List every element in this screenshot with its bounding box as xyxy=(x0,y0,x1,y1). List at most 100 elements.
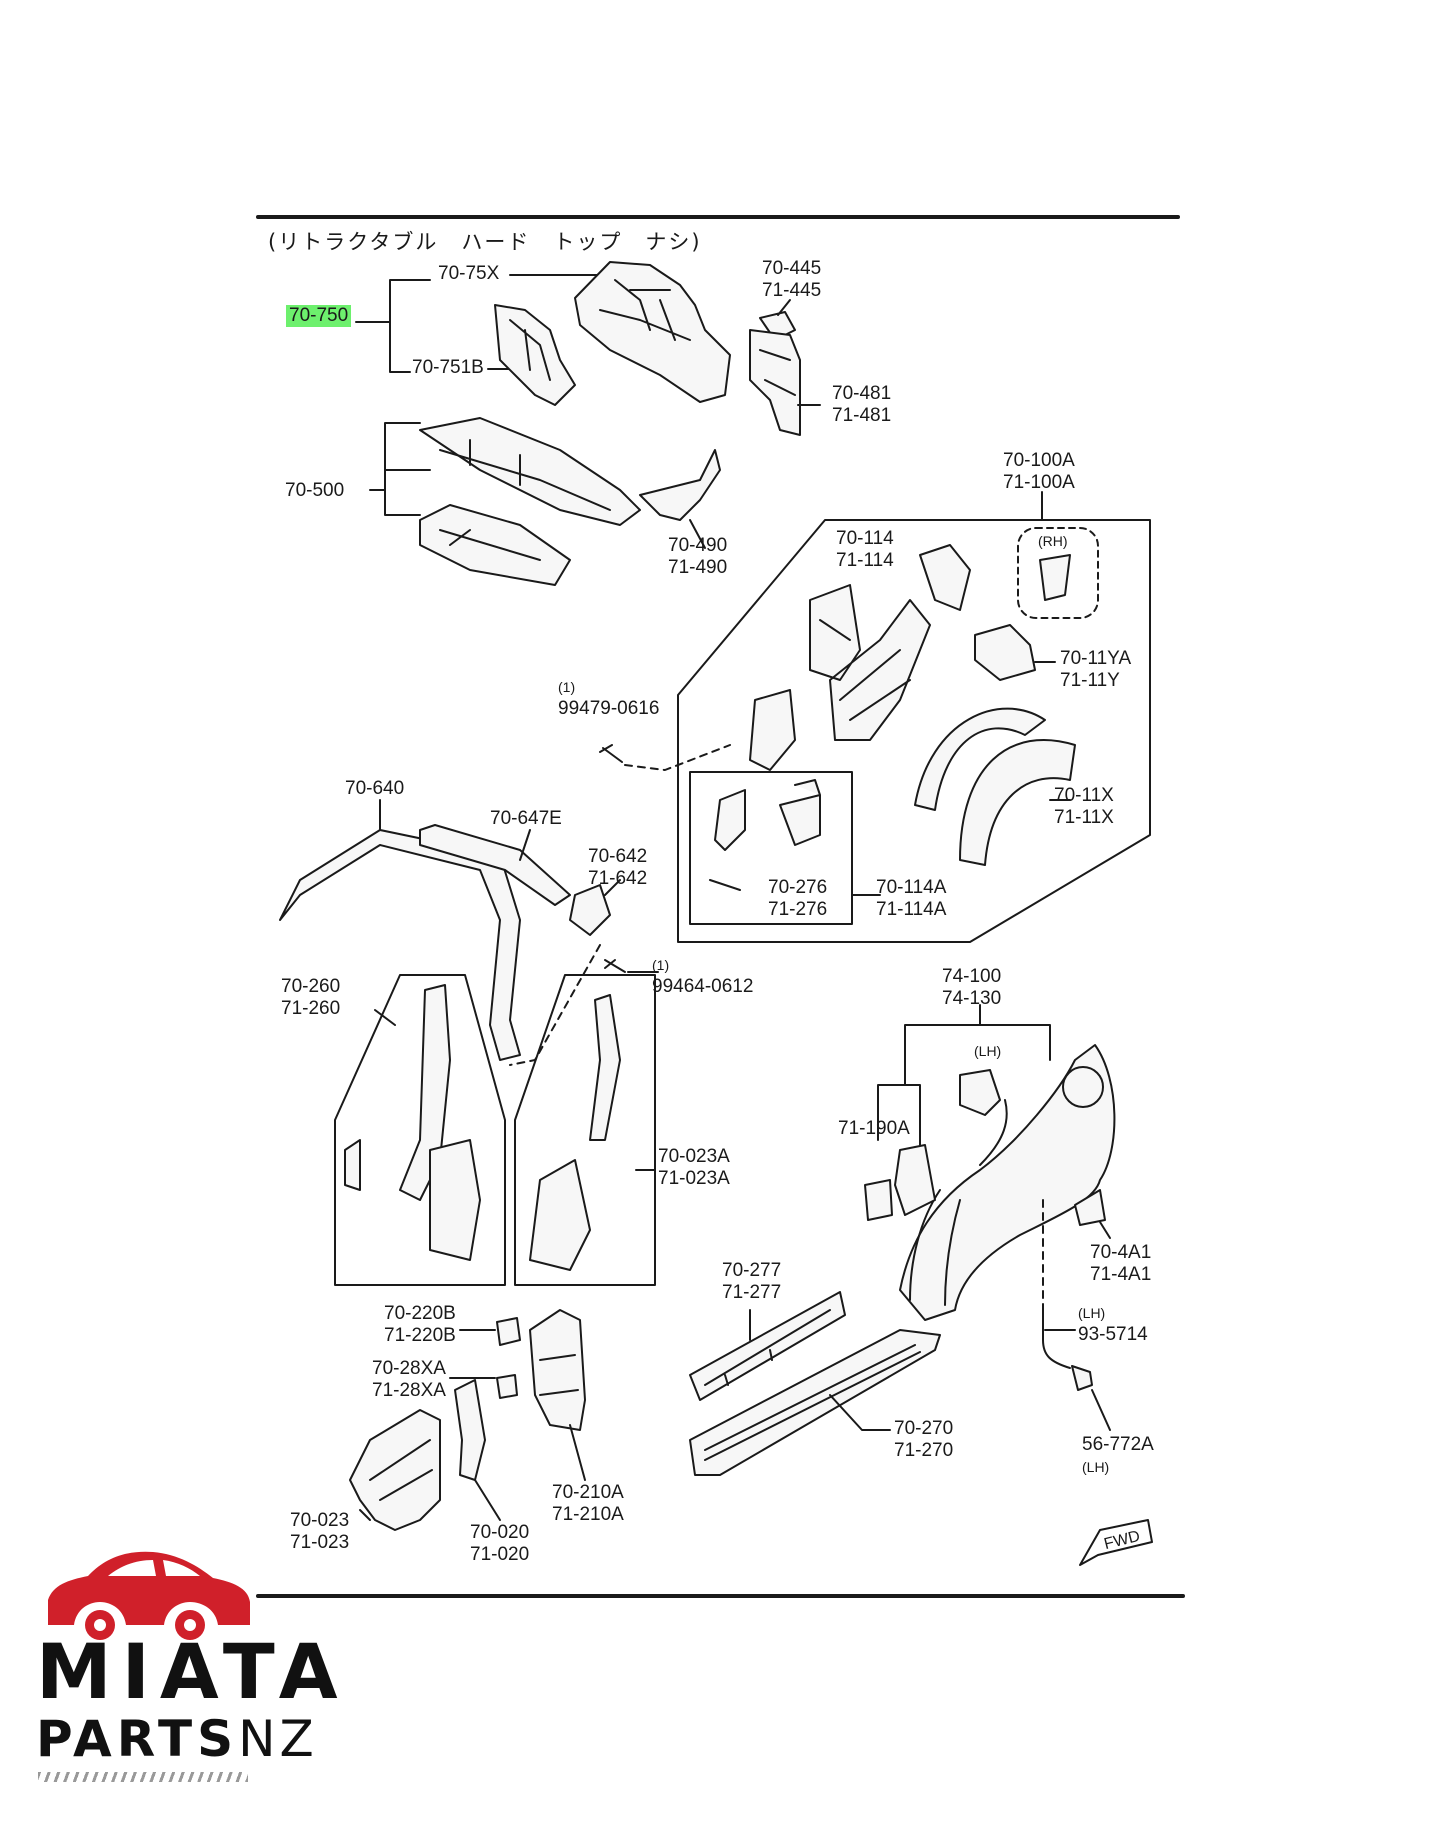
callout-line: (LH) xyxy=(1082,1459,1110,1475)
leader-70-023 xyxy=(359,1509,371,1521)
bolt-99479 xyxy=(599,744,623,763)
callout-line: 70-28XA xyxy=(372,1358,446,1379)
callout-line: 70-11X xyxy=(1054,785,1114,806)
brand-name-line1: MIATA xyxy=(36,1627,348,1716)
callout-line: 71-023A xyxy=(658,1168,730,1189)
leader-70-270 xyxy=(829,1394,891,1431)
callout-70-640: 70-640 xyxy=(345,778,404,800)
callout-line: 70-270 xyxy=(894,1418,954,1439)
callout-line: 56-772A xyxy=(1082,1434,1154,1455)
leader-70-4A1 xyxy=(1099,1221,1111,1239)
callout-lh1: (LH) xyxy=(974,1040,1001,1062)
callout-99479-0616: (1)99479-0616 xyxy=(558,676,659,720)
part-70-11YA xyxy=(974,624,1036,681)
callout-70-751b: 70-751B xyxy=(412,357,484,379)
callout-rh: (RH) xyxy=(1038,530,1068,552)
callout-line: 70-260 xyxy=(281,976,341,997)
callout-line: 71-220B xyxy=(384,1325,456,1346)
callout-line: 71-445 xyxy=(762,280,822,301)
callout-line: 70-210A xyxy=(552,1482,624,1503)
leader-56-772A xyxy=(1091,1389,1111,1431)
bracket-74-100 xyxy=(904,1004,1051,1086)
callout-line: 71-023 xyxy=(290,1532,350,1553)
callout-line: 70-114 xyxy=(836,528,894,549)
callout-line: 71-114 xyxy=(836,550,894,571)
bolt-99464 xyxy=(604,959,626,973)
callout-line: 70-647E xyxy=(490,808,562,829)
callout-70-750: 70-750 xyxy=(286,305,352,327)
diagram-header-note: (リトラクタブル ハード トップ ナシ) xyxy=(268,230,702,254)
dashed-leader-99479 xyxy=(624,744,731,771)
callout-93-5714: (LH) 93-5714 xyxy=(1078,1302,1148,1346)
callout-line: (RH) xyxy=(1038,533,1068,549)
callout-line: 71-11X xyxy=(1054,807,1114,828)
part-70-75X xyxy=(574,261,731,403)
leader-70-020 xyxy=(474,1479,501,1521)
callout-line: 70-500 xyxy=(285,480,345,501)
part-70-647E xyxy=(419,824,571,906)
callout-56-772a: 56-772A (LH) xyxy=(1082,1434,1154,1478)
part-70-210A xyxy=(529,1309,586,1431)
callout-line: 71-100A xyxy=(1003,472,1075,493)
bracket-71-190A xyxy=(877,1084,921,1146)
fuel-door-opening xyxy=(1062,1066,1104,1108)
part-70-490 xyxy=(639,449,721,521)
leader-70-210A xyxy=(569,1424,586,1481)
bracket-70-750 xyxy=(355,279,431,373)
part-70-220B xyxy=(496,1317,521,1346)
callout-line: 70-11YA xyxy=(1060,648,1132,669)
callout-line: 71-260 xyxy=(281,998,341,1019)
part-70-023A xyxy=(529,994,621,1271)
callout-line: 71-490 xyxy=(668,557,728,578)
brand-parts: PARTS xyxy=(36,1710,239,1768)
callout-line: (LH) xyxy=(1078,1305,1106,1321)
part-70-640 xyxy=(279,829,521,1061)
part-70-11X-outer xyxy=(914,707,1046,811)
callout-line: 71-270 xyxy=(894,1440,954,1461)
callout-line: 70-276 xyxy=(768,877,828,898)
callout-line: (1) xyxy=(652,957,670,973)
leader-70-445 xyxy=(777,299,791,316)
part-70-270 xyxy=(689,1329,941,1476)
callout-line: 71-190A xyxy=(838,1118,910,1139)
callout-line: 70-020 xyxy=(470,1522,530,1543)
callout-line: 70-642 xyxy=(588,846,648,867)
callout-line: 71-277 xyxy=(722,1282,782,1303)
leader-70-642 xyxy=(604,879,621,896)
callout-line: 70-220B xyxy=(384,1303,456,1324)
part-70-751B xyxy=(494,304,576,406)
callout-line: 70-4A1 xyxy=(1090,1242,1152,1263)
callout-line: 70-023A xyxy=(658,1146,730,1167)
brand-nz: NZ xyxy=(238,1710,318,1768)
callout-line: 93-5714 xyxy=(1078,1324,1148,1345)
callout-line: 99479-0616 xyxy=(558,698,660,719)
callout-line: 71-28XA xyxy=(372,1380,446,1401)
part-71-190A xyxy=(864,1144,936,1221)
callout-line: 70-100A xyxy=(1003,450,1075,471)
outline-70-100A xyxy=(677,519,1151,943)
callout-70-500: 70-500 xyxy=(285,480,344,502)
rh-bubble xyxy=(1017,527,1099,619)
part-70-642 xyxy=(569,884,611,936)
inset-70-114A xyxy=(689,771,853,925)
part-74-100 xyxy=(899,1044,1116,1321)
callout-line: 99464-0612 xyxy=(652,976,754,997)
part-70-4A1 xyxy=(1074,1189,1106,1226)
outline-70-023A xyxy=(514,974,656,1286)
